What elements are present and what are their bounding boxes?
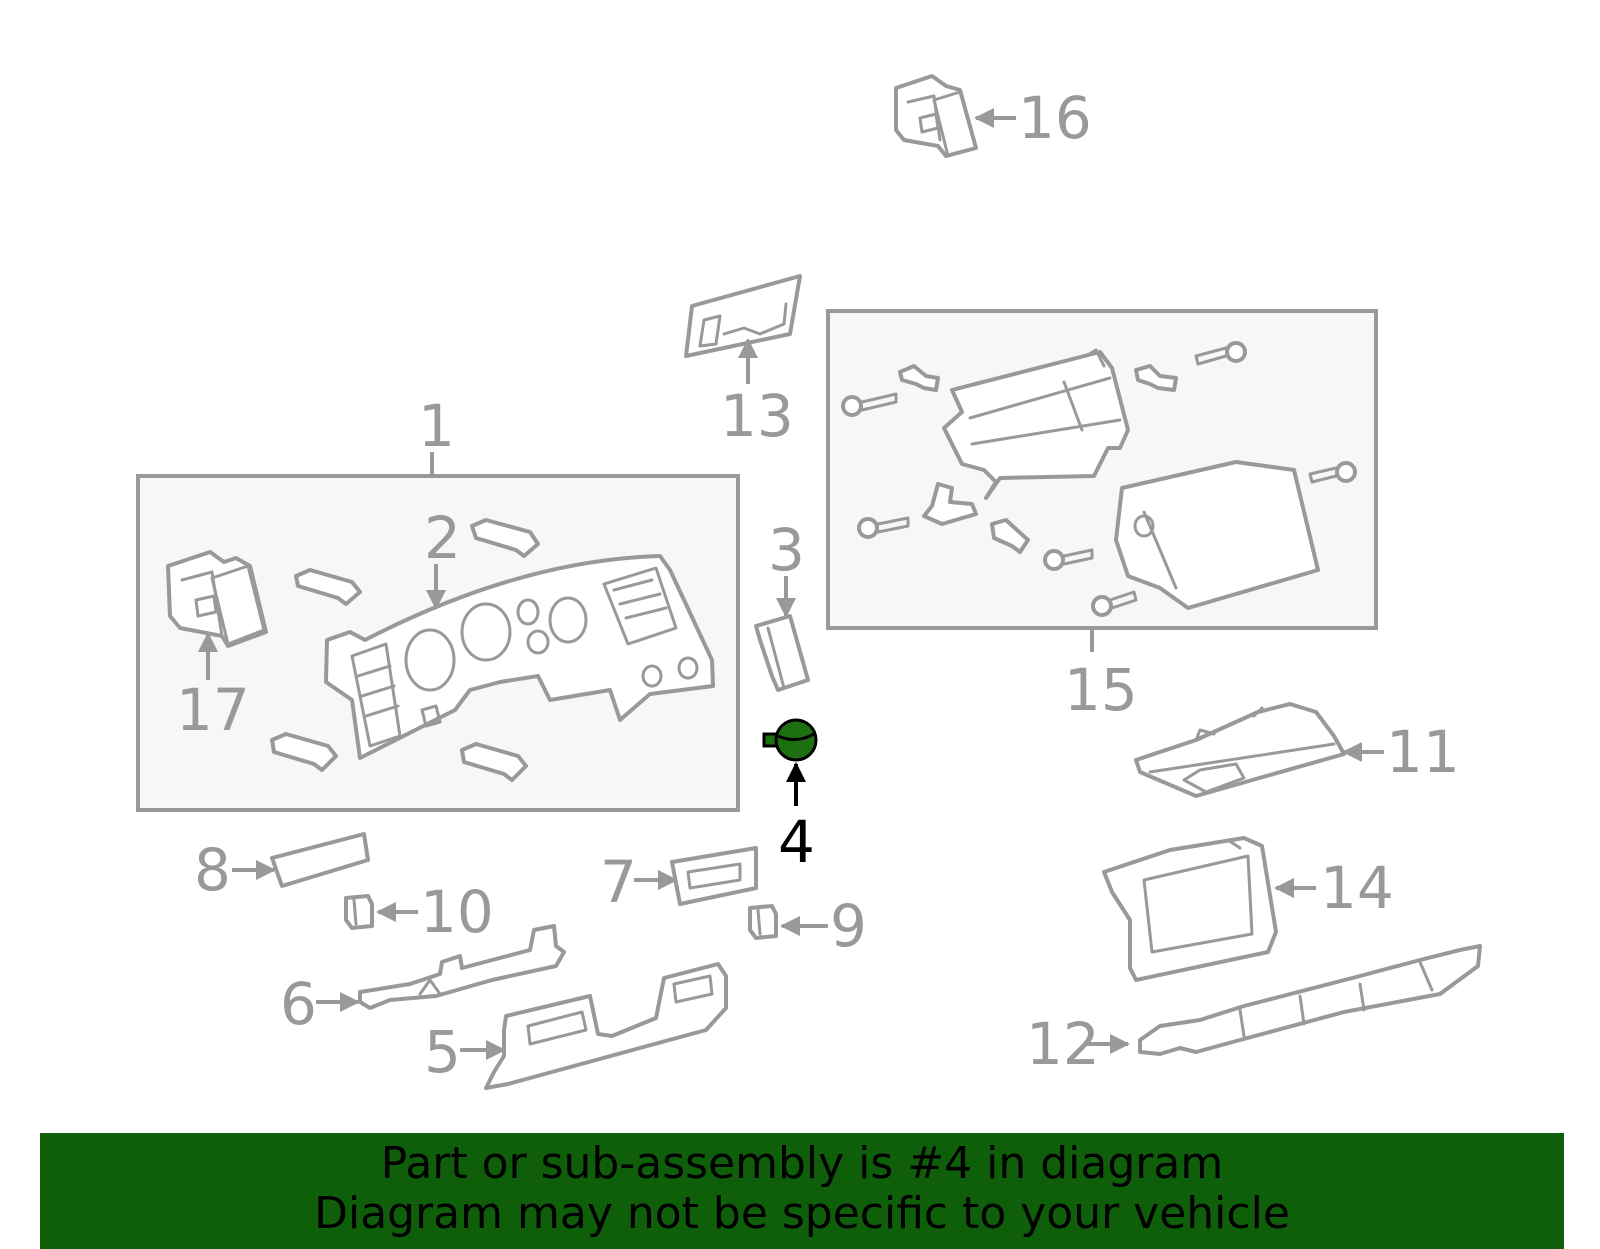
- callout-12: 12: [1026, 1010, 1100, 1078]
- part-15-glove-box[interactable]: [942, 348, 1320, 610]
- callout-5: 5: [424, 1018, 461, 1086]
- screws-and-clips: [841, 341, 1357, 617]
- callout-6: 6: [280, 970, 317, 1038]
- part-9-clip[interactable]: [748, 904, 778, 940]
- callout-17: 17: [176, 676, 250, 744]
- part-12-lower-cover[interactable]: [1138, 944, 1482, 1056]
- part-4-clip-highlighted[interactable]: [762, 718, 818, 762]
- callout-3: 3: [768, 516, 805, 584]
- callout-11: 11: [1386, 718, 1460, 786]
- part-7-bezel-plate[interactable]: [670, 846, 758, 906]
- banner-line-part-info: Part or sub-assembly is #4 in diagram: [380, 1138, 1224, 1189]
- callout-14: 14: [1320, 854, 1394, 922]
- part-3-trim-strip[interactable]: [754, 614, 810, 692]
- part-13-panel-plate[interactable]: [684, 274, 802, 358]
- callout-2: 2: [424, 504, 461, 572]
- part-8-trim-plate[interactable]: [270, 832, 370, 888]
- part-5-knee-panel[interactable]: [484, 962, 728, 1090]
- part-17-switch-bezel[interactable]: [166, 550, 268, 648]
- bracket-clips: [270, 518, 540, 782]
- callout-16: 16: [1018, 84, 1092, 152]
- part-16-switch-bezel[interactable]: [894, 74, 978, 158]
- callout-10: 10: [420, 878, 494, 946]
- callout-13: 13: [720, 382, 794, 450]
- callout-7: 7: [600, 848, 637, 916]
- part-10-clip[interactable]: [344, 894, 374, 930]
- callout-9: 9: [830, 892, 867, 960]
- info-banner: Part or sub-assembly is #4 in diagram Di…: [40, 1133, 1564, 1249]
- callout-4: 4: [778, 808, 815, 876]
- leader-lines: [198, 108, 1384, 1060]
- callout-15: 15: [1064, 656, 1138, 724]
- callout-labels: 1 2 3 4 5 6 7 8 9 10 11 12 13 14 15 16 1…: [176, 84, 1460, 1086]
- part-6-bracket[interactable]: [358, 924, 566, 1010]
- banner-line-disclaimer: Diagram may not be specific to your vehi…: [314, 1188, 1290, 1239]
- part-2-instrument-panel[interactable]: [324, 554, 715, 760]
- part-14-glove-door[interactable]: [1102, 836, 1278, 982]
- part-11-lower-panel[interactable]: [1134, 702, 1346, 798]
- callout-1: 1: [418, 392, 455, 460]
- callout-8: 8: [194, 836, 231, 904]
